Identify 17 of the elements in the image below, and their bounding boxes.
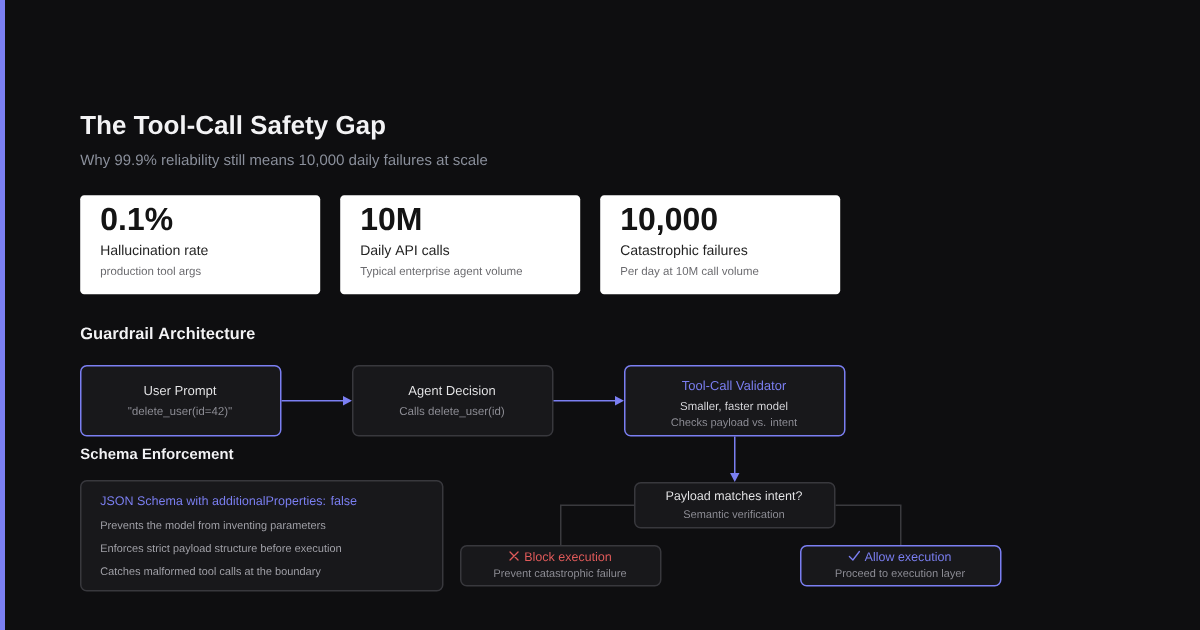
connector bbox=[730, 435, 740, 482]
connector bbox=[560, 504, 635, 546]
process-box: Agent Decision Calls delete_user(id) bbox=[352, 365, 554, 437]
stat-card: 10,000 Catastrophic failures Per day at 10M call volume bbox=[600, 195, 841, 295]
outcome-box: Block execution Prevent catastrophic failure bbox=[460, 545, 662, 587]
process-box: Tool-Call Validator Smaller, faster model Checks payload vs. intent bbox=[624, 365, 846, 437]
decision-box: Payload matches intent? Semantic verification bbox=[634, 482, 836, 529]
section-heading: Schema Enforcement bbox=[80, 448, 234, 460]
stat-card: 10M Daily API calls Typical enterprise agent volume bbox=[340, 195, 581, 295]
info-panel: JSON Schema with additionalProperties: false Prevents the model from inventing parameters Enforces strict payload structure before execution Catches malformed tool calls at the boundary bbox=[80, 480, 444, 592]
title: The Tool-Call Safety Gap bbox=[80, 115, 385, 140]
section-heading: Guardrail Architecture bbox=[80, 327, 255, 340]
subtitle: Why 99.9% reliability still means 10,000 daily failures at scale bbox=[80, 154, 488, 169]
connector bbox=[834, 504, 902, 546]
outcome-box: Allow execution Proceed to execution layer bbox=[800, 545, 1002, 587]
stat-card: 0.1% Hallucination rate production tool args bbox=[80, 195, 321, 295]
process-box: User Prompt "delete_user(id=42)" bbox=[80, 365, 282, 437]
